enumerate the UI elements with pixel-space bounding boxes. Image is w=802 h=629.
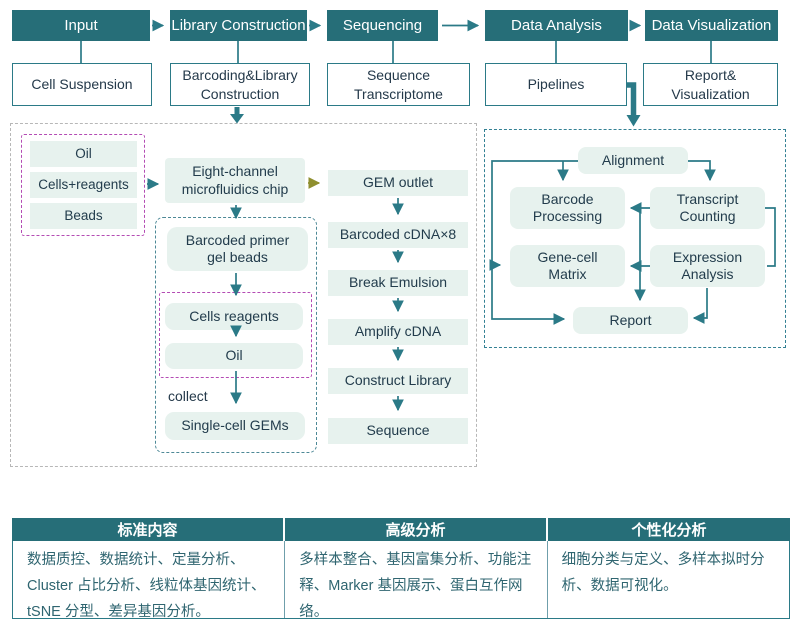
table-cell-personalized: 细胞分类与定义、多样本拟时分析、数据可视化。 <box>561 552 765 594</box>
table-cell-standard: 数据质控、数据统计、定量分析、Cluster 占比分析、线粒体基因统计、tSNE… <box>13 541 286 620</box>
collect-label: collect <box>168 388 208 404</box>
input-item-beads: Beads <box>30 203 137 229</box>
substage-cell-suspension: Cell Suspension <box>12 63 152 106</box>
step-break-emulsion: Break Emulsion <box>328 270 468 296</box>
table-cell-advanced: 多样本整合、基因富集分析、功能注释、Marker 基因展示、蛋白互作网络。 <box>285 541 548 620</box>
table-header-row: 标准内容 高级分析 个性化分析 <box>12 518 790 541</box>
stage-header-input: Input <box>12 10 150 41</box>
node-barcode-processing: Barcode Processing <box>510 187 625 229</box>
analysis-panel <box>484 129 786 348</box>
node-gene-cell-matrix: Gene-cell Matrix <box>510 245 625 287</box>
step-sequence: Sequence <box>328 418 468 444</box>
input-item-cells-reagents: Cells+reagents <box>30 172 137 198</box>
droplet-cells-reagents-node: Cells reagents <box>165 303 303 330</box>
stage-header-data-visualization: Data Visualization <box>645 10 778 41</box>
stage-header-data-analysis: Data Analysis <box>485 10 628 41</box>
thick-arrow-pipelines-head <box>626 115 641 127</box>
table-header-personalized: 个性化分析 <box>631 522 707 539</box>
thick-arrow-library-to-panel <box>230 107 244 124</box>
node-alignment: Alignment <box>578 147 688 174</box>
table-body-row: 数据质控、数据统计、定量分析、Cluster 占比分析、线粒体基因统计、tSNE… <box>12 541 790 620</box>
step-amplify-cdna: Amplify cDNA <box>328 319 468 345</box>
input-mix-group <box>21 134 145 236</box>
table-header-advanced: 高级分析 <box>285 518 548 541</box>
step-barcoded-cdna: Barcoded cDNA×8 <box>328 222 468 248</box>
stage-header-sequencing: Sequencing <box>327 10 438 41</box>
gel-beads-node: Barcoded primer gel beads <box>167 227 308 271</box>
input-item-oil: Oil <box>30 141 137 167</box>
table-header-standard: 标准内容 <box>12 518 285 541</box>
substage-barcoding-library: Barcoding&Library Construction <box>170 63 310 106</box>
stage-header-library-construction: Library Construction <box>170 10 307 41</box>
node-transcript-counting: Transcript Counting <box>650 187 765 229</box>
single-cell-gems-node: Single-cell GEMs <box>165 412 305 440</box>
analysis-content-table: 标准内容 高级分析 个性化分析 数据质控、数据统计、定量分析、Cluster 占… <box>12 518 790 620</box>
microfluidics-chip-node: Eight-channel microfluidics chip <box>165 158 305 203</box>
node-expression-analysis: Expression Analysis <box>650 245 765 287</box>
library-construction-panel <box>10 123 477 467</box>
node-report: Report <box>573 307 688 334</box>
droplet-oil-node: Oil <box>165 343 303 369</box>
substage-pipelines: Pipelines <box>485 63 627 106</box>
thick-arrow-pipelines-elbow <box>627 82 637 115</box>
step-gem-outlet: GEM outlet <box>328 170 468 196</box>
substage-sequence-transcriptome: Sequence Transcriptome <box>327 63 470 106</box>
step-construct-library: Construct Library <box>328 368 468 394</box>
substage-report-visualization: Report& Visualization <box>643 63 778 106</box>
